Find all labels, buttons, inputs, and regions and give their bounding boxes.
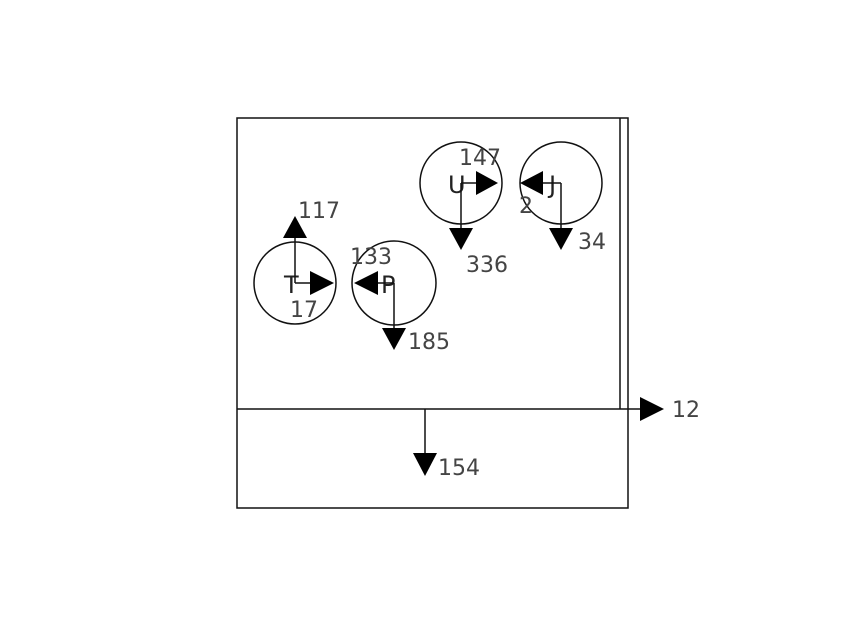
node-value-top: 147 xyxy=(459,146,501,171)
arrow-left-icon xyxy=(354,271,378,295)
node-u: U 147 336 xyxy=(419,141,508,278)
arrow-down-icon xyxy=(449,228,473,250)
arrow-right-icon xyxy=(640,397,664,421)
node-t: T 117 17 xyxy=(253,199,340,325)
node-value-top: 133 xyxy=(350,245,392,270)
node-p: P 133 185 xyxy=(350,240,450,355)
bottom-value: 154 xyxy=(438,456,480,481)
arrow-right-icon xyxy=(310,271,334,295)
node-j: J 2 34 xyxy=(519,141,606,255)
node-value-left: 2 xyxy=(519,194,533,219)
node-value-bottom: 185 xyxy=(408,330,450,355)
arrow-left-icon xyxy=(520,171,543,195)
node-label: T xyxy=(283,271,299,299)
outer-frame xyxy=(236,117,629,509)
node-label: J xyxy=(547,171,556,199)
arrow-right-icon xyxy=(476,171,498,195)
node-label: U xyxy=(448,171,466,199)
arrow-down-icon xyxy=(413,453,437,476)
arrow-down-icon xyxy=(382,328,406,350)
node-value-top: 117 xyxy=(298,199,340,224)
node-value-bottom: 17 xyxy=(290,298,318,323)
node-value-bottom: 34 xyxy=(578,230,606,255)
right-value: 12 xyxy=(672,398,700,423)
arrow-up-icon xyxy=(283,216,307,238)
node-value-bottom: 336 xyxy=(466,253,508,278)
node-label: P xyxy=(381,271,395,299)
arrow-down-icon xyxy=(549,228,573,250)
